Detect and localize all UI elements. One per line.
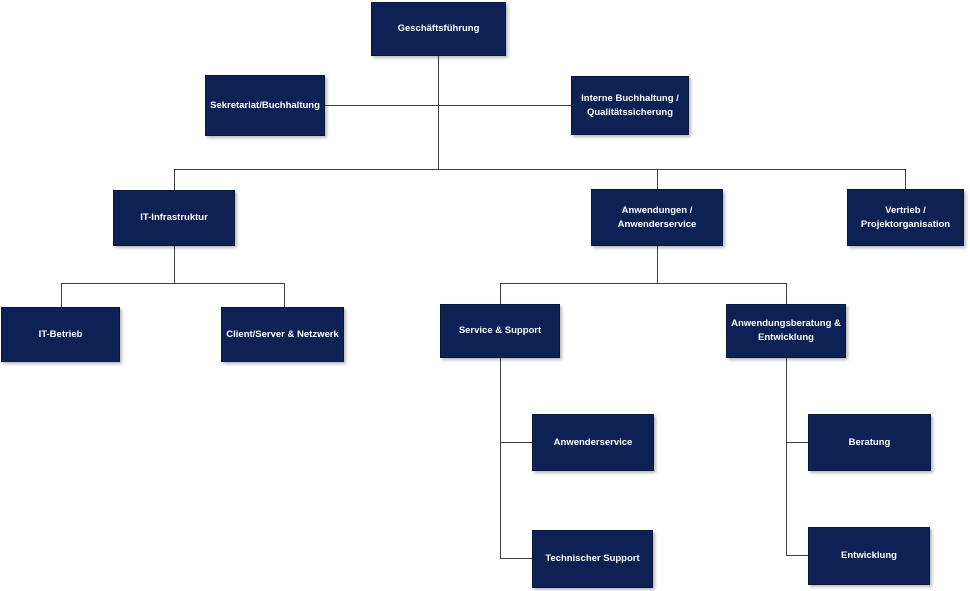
connector-stem-it-infrastruktur [174,246,175,284]
connector-stem-geschaeftsfuehrung [438,56,439,170]
connector-drop-anwendungsberatung [786,283,787,304]
connector-elbow-beratung [786,442,808,443]
org-node-anwendungsberatung-entwicklung: Anwendungsberatung & Entwicklung [726,304,846,358]
org-node-beratung: Beratung [808,414,931,471]
connector-drop-it-infrastruktur [174,169,175,190]
connector-drop-client-server [284,283,285,307]
connector-level3-horizontal [174,169,906,170]
connector-elbow-anwenderservice [500,442,532,443]
org-node-service-support: Service & Support [440,304,560,358]
connector-elbow-technischer-support [500,558,532,559]
org-node-geschaeftsfuehrung: Geschäftsführung [371,2,506,56]
connector-drop-anwendungen [657,169,658,189]
org-node-sekretariat-buchhaltung: Sekretariat/Buchhaltung [205,75,325,136]
connector-level2-horizontal [325,105,571,106]
org-node-anwenderservice: Anwenderservice [532,414,654,471]
connector-drop-vertrieb [905,169,906,189]
org-node-technischer-support: Technischer Support [532,530,653,588]
connector-stem-anwendungsberatung [786,358,787,555]
org-node-interne-buchhaltung: Interne Buchhaltung / Qualitätssicherung [571,76,689,135]
org-node-anwendungen-anwenderservice: Anwendungen / Anwenderservice [591,189,723,246]
connector-drop-it-betrieb [61,283,62,307]
connector-it-infrastruktur-horizontal [61,283,285,284]
org-node-entwicklung: Entwicklung [808,527,930,585]
connector-stem-anwendungen [657,246,658,284]
connector-elbow-entwicklung [786,555,808,556]
org-node-vertrieb-projektorganisation: Vertrieb / Projektorganisation [847,189,964,246]
connector-anwendungen-horizontal [500,283,787,284]
connector-stem-service-support [500,358,501,558]
org-node-it-betrieb: IT-Betrieb [1,307,120,362]
org-node-it-infrastruktur: IT-Infrastruktur [113,190,235,246]
org-node-client-server-netzwerk: Client/Server & Netzwerk [221,307,344,362]
connector-drop-service-support [500,283,501,304]
